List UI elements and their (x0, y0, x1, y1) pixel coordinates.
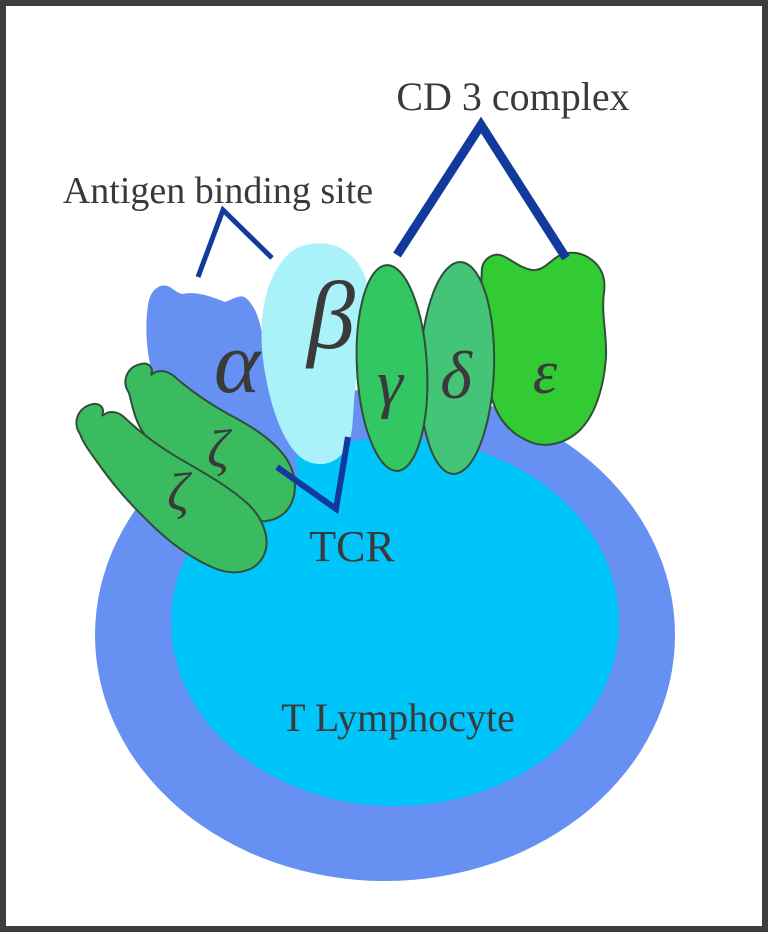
alpha-chain-letter: α (214, 315, 262, 412)
beta-chain-shape (261, 243, 370, 465)
gamma-chain-letter: γ (377, 347, 405, 420)
cd3-complex-bracket (393, 116, 570, 261)
t-lymphocyte-label: T Lymphocyte (281, 695, 515, 740)
epsilon-chain-letter: ε (533, 339, 558, 407)
zeta-lower-chain-letter: ζ (167, 462, 192, 522)
zeta-upper-chain-letter: ζ (207, 419, 232, 479)
gamma-chain-shape (355, 264, 429, 472)
beta-chain-letter: β (305, 262, 355, 369)
delta-chain-letter: δ (440, 337, 473, 413)
tcr-pointer-bracket (275, 436, 351, 515)
cd3-complex-label: CD 3 complex (396, 74, 629, 119)
cell-cytoplasm (171, 438, 619, 806)
antigen-binding-bracket (195, 205, 274, 278)
tcr-label: TCR (309, 522, 395, 571)
zeta-chain-lower-shape (75, 402, 268, 574)
antigen-binding-site-label: Antigen binding site (63, 170, 373, 212)
